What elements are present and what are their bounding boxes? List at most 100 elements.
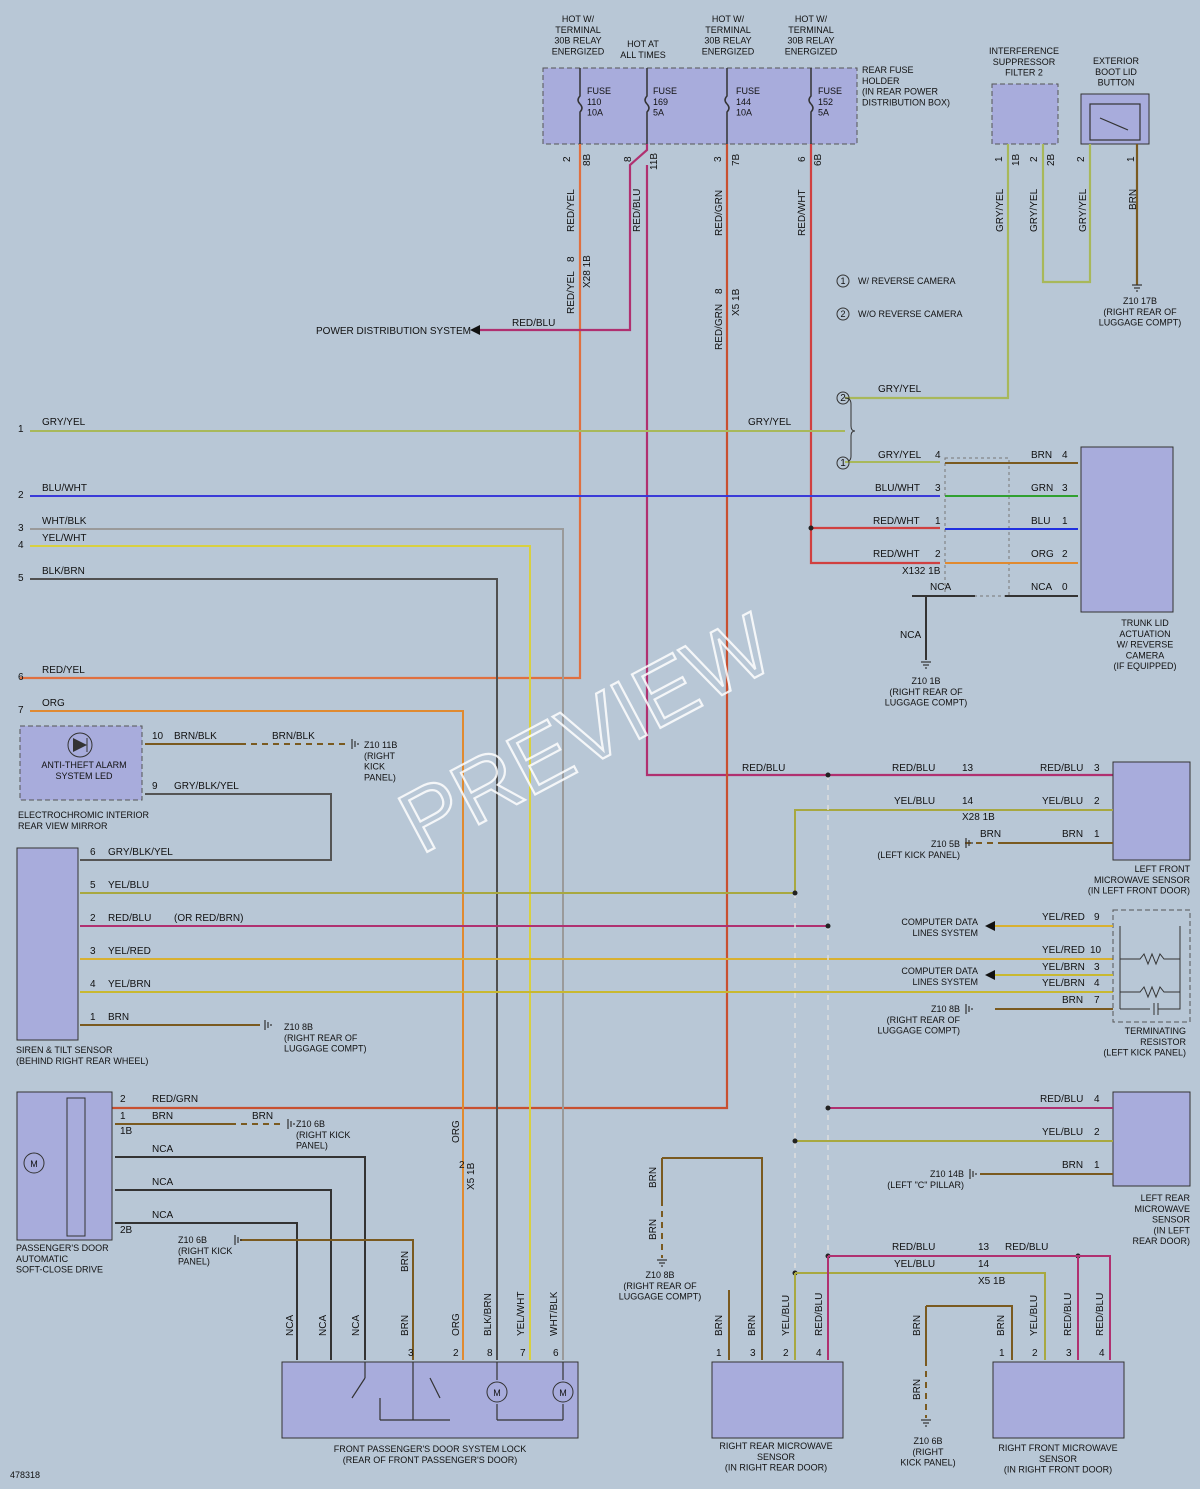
svg-text:BRN: BRN — [1062, 995, 1083, 1006]
svg-text:YEL/WHT: YEL/WHT — [42, 533, 86, 544]
svg-text:YEL/BRN: YEL/BRN — [1042, 978, 1085, 989]
right-front-microwave-sensor — [992, 1361, 1125, 1439]
terminating-labels: YEL/RED 9 YEL/RED 10 YEL/BRN 3 YEL/BRN 4… — [1042, 912, 1102, 1006]
svg-text:2: 2 — [840, 309, 845, 319]
svg-text:YEL/BLU: YEL/BLU — [894, 1259, 935, 1270]
svg-text:9: 9 — [152, 781, 158, 792]
svg-text:7: 7 — [18, 705, 24, 716]
svg-text:BRN: BRN — [912, 1315, 923, 1336]
svg-text:1: 1 — [18, 424, 24, 435]
motor-icon: M — [552, 1381, 574, 1403]
svg-text:RED/BLU: RED/BLU — [1040, 1094, 1083, 1105]
svg-text:2: 2 — [18, 490, 24, 501]
ground-icon — [1132, 284, 1142, 292]
svg-text:6: 6 — [553, 1348, 559, 1359]
svg-text:YEL/BRN: YEL/BRN — [108, 979, 151, 990]
svg-text:YEL/RED: YEL/RED — [1042, 912, 1085, 923]
svg-text:BRN/BLK: BRN/BLK — [272, 731, 315, 742]
legend-w-camera: W/ REVERSE CAMERA — [858, 276, 956, 286]
svg-text:4: 4 — [1094, 1094, 1100, 1105]
siren-tilt-sensor — [16, 847, 79, 1041]
svg-text:GRY/YEL: GRY/YEL — [748, 417, 792, 428]
svg-text:M: M — [559, 1388, 567, 1398]
svg-text:RED/YEL: RED/YEL — [566, 189, 577, 232]
svg-text:YEL/BLU: YEL/BLU — [1042, 796, 1083, 807]
svg-text:NCA: NCA — [1031, 582, 1052, 593]
svg-text:2: 2 — [935, 549, 941, 560]
svg-text:4: 4 — [935, 450, 941, 461]
svg-text:NCA: NCA — [900, 630, 921, 641]
svg-text:1: 1 — [994, 156, 1005, 162]
svg-text:8: 8 — [714, 288, 725, 294]
ground-5b-label: Z10 5B(LEFT KICK PANEL) — [877, 839, 960, 860]
svg-text:6: 6 — [90, 847, 96, 858]
svg-text:4: 4 — [1062, 450, 1068, 461]
svg-text:14: 14 — [962, 796, 974, 807]
svg-text:BRN: BRN — [1128, 189, 1139, 210]
svg-text:6B: 6B — [813, 153, 824, 166]
motor-icon: M — [486, 1381, 508, 1403]
led-icon — [67, 732, 93, 758]
svg-text:3: 3 — [408, 1348, 414, 1359]
arrow-icon — [985, 970, 995, 980]
svg-text:2: 2 — [90, 913, 96, 924]
svg-text:2: 2 — [453, 1348, 459, 1359]
svg-text:13: 13 — [978, 1242, 990, 1253]
svg-text:(OR RED/BRN): (OR RED/BRN) — [174, 913, 243, 924]
svg-text:GRY/BLK/YEL: GRY/BLK/YEL — [108, 847, 173, 858]
svg-text:RED/YEL: RED/YEL — [42, 665, 85, 676]
siren-label: SIREN & TILT SENSOR(BEHIND RIGHT REAR WH… — [16, 1045, 148, 1066]
svg-text:3: 3 — [1062, 483, 1068, 494]
svg-text:WHT/BLK: WHT/BLK — [549, 1291, 560, 1336]
svg-text:BRN: BRN — [252, 1111, 273, 1122]
svg-text:YEL/RED: YEL/RED — [108, 946, 151, 957]
svg-text:YEL/WHT: YEL/WHT — [516, 1292, 527, 1336]
svg-text:YEL/BRN: YEL/BRN — [1042, 962, 1085, 973]
bottom-sensor-wires — [661, 1157, 1111, 1418]
bottom-wire-labels: RED/BLU 13 RED/BLU YEL/BLU 14 X5 1B BRN … — [648, 1167, 1106, 1400]
svg-text:3: 3 — [1066, 1348, 1072, 1359]
mirror-pin-labels: 10 BRN/BLK BRN/BLK 9 GRY/BLK/YEL — [152, 731, 315, 792]
resistor-icon — [1119, 926, 1181, 1015]
svg-text:NCA: NCA — [930, 582, 951, 593]
svg-text:NCA: NCA — [152, 1177, 173, 1188]
ground-icon — [921, 661, 931, 669]
svg-text:GRN: GRN — [1031, 483, 1053, 494]
lf-sensor-labels: RED/BLU RED/BLU 13 RED/BLU 3 YEL/BLU 14 … — [742, 763, 1100, 840]
svg-text:YEL/BLU: YEL/BLU — [108, 880, 149, 891]
svg-text:RED/WHT: RED/WHT — [873, 549, 920, 560]
svg-text:RED/BLU: RED/BLU — [512, 318, 555, 329]
svg-text:BRN: BRN — [747, 1315, 758, 1336]
svg-text:BRN: BRN — [400, 1315, 411, 1336]
svg-text:5: 5 — [18, 573, 24, 584]
gry-blk-yel-wire — [80, 793, 332, 861]
svg-text:RED/GRN: RED/GRN — [714, 304, 725, 350]
svg-text:4: 4 — [816, 1348, 822, 1359]
svg-text:NCA: NCA — [318, 1315, 329, 1336]
rear-fuse-holder — [542, 67, 858, 145]
bus-lines — [794, 775, 829, 1360]
x132-connector — [912, 457, 1078, 660]
svg-text:X5 1B: X5 1B — [978, 1276, 1006, 1287]
svg-text:YEL/BLU: YEL/BLU — [781, 1295, 792, 1336]
top-wire-labels: RED/YEL RED/YEL 8 X28 1B RED/BLU RED/GRN… — [512, 188, 1139, 350]
svg-text:4: 4 — [1094, 978, 1100, 989]
ground-icon — [657, 1259, 667, 1267]
svg-text:BRN: BRN — [1062, 1160, 1083, 1171]
svg-text:0: 0 — [1062, 582, 1068, 593]
svg-text:11B: 11B — [649, 153, 660, 170]
svg-text:2: 2 — [783, 1348, 789, 1359]
door-lock-wire-labels: NCA NCA NCA BRN BRN ORG ORG BLK/BRN YEL/… — [285, 1120, 560, 1359]
svg-text:1B: 1B — [1011, 153, 1022, 166]
svg-text:X28 1B: X28 1B — [582, 255, 593, 288]
svg-text:2: 2 — [120, 1094, 126, 1105]
svg-text:8B: 8B — [582, 153, 593, 166]
